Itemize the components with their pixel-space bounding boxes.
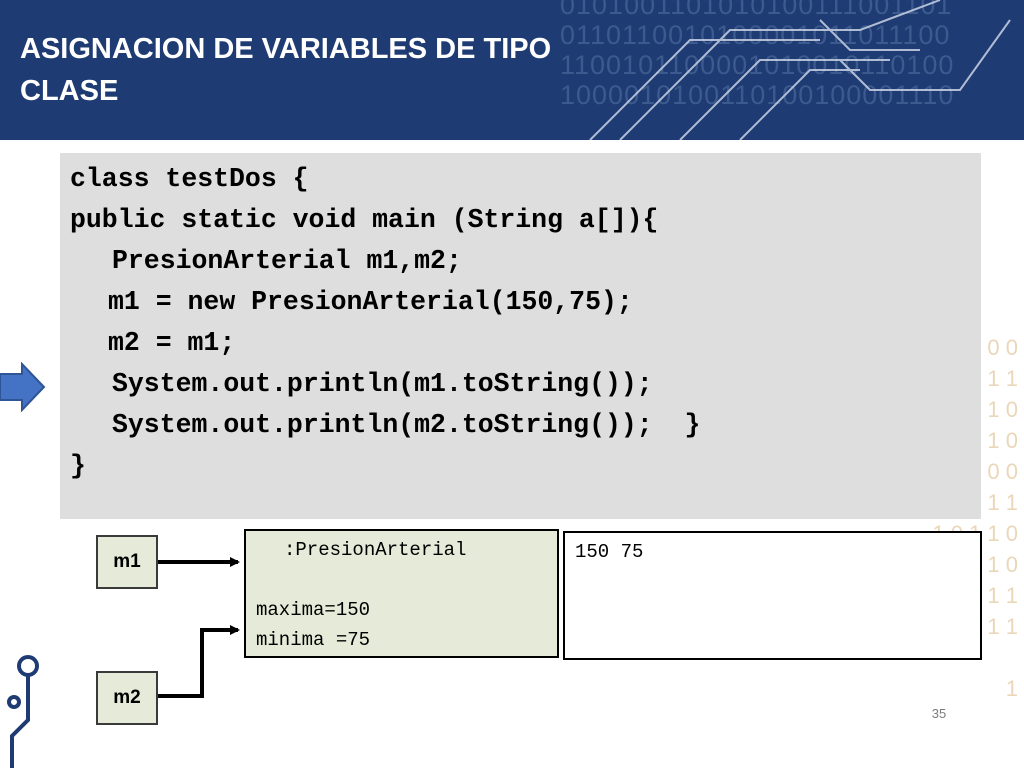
slide-header: 0101001101010100111001101 01101100101000… — [0, 0, 1024, 140]
console-output-text: 150 75 — [575, 541, 644, 563]
reference-m1-label: m1 — [113, 551, 141, 572]
object-field-maxima: maxima=150 — [256, 599, 371, 621]
reference-m1-box: m1 — [96, 535, 158, 589]
object-class-label: :PresionArterial — [284, 539, 467, 561]
code-line-1: class testDos { — [70, 164, 309, 194]
code-block: class testDos { public static void main … — [60, 153, 981, 519]
object-field-minima: minima =75 — [256, 629, 371, 651]
console-output-box: 150 75 — [563, 531, 982, 660]
code-line-6: System.out.println(m1.toString()); — [112, 369, 653, 399]
reference-m2-box: m2 — [96, 671, 158, 725]
object-instance-box: :PresionArterial maxima=150 minima =75 — [244, 529, 559, 658]
slide-title: ASIGNACION DE VARIABLES DE TIPO CLASE — [20, 28, 640, 112]
code-line-2: public static void main (String a[]){ — [70, 205, 659, 235]
pointer-arrow-icon — [0, 362, 46, 412]
code-line-3: PresionArterial m1,m2; — [112, 246, 462, 276]
reference-m2-label: m2 — [113, 687, 141, 708]
code-line-8: } — [70, 451, 86, 481]
binary-background-decoration: 0101001101010100111001101 01101100101000… — [560, 0, 955, 110]
circuit-lines-decoration — [589, 0, 1011, 140]
arrow-m2-to-object — [158, 625, 240, 698]
title-line-1: ASIGNACION DE VARIABLES DE TIPO — [20, 33, 552, 65]
page-number: 35 — [931, 706, 947, 721]
title-line-2: CLASE — [20, 75, 119, 107]
code-line-7: System.out.println(m2.toString()); } — [112, 410, 701, 440]
circuit-logo-decoration — [7, 655, 39, 768]
code-line-4: m1 = new PresionArterial(150,75); — [108, 287, 633, 317]
code-line-5: m2 = m1; — [108, 328, 236, 358]
